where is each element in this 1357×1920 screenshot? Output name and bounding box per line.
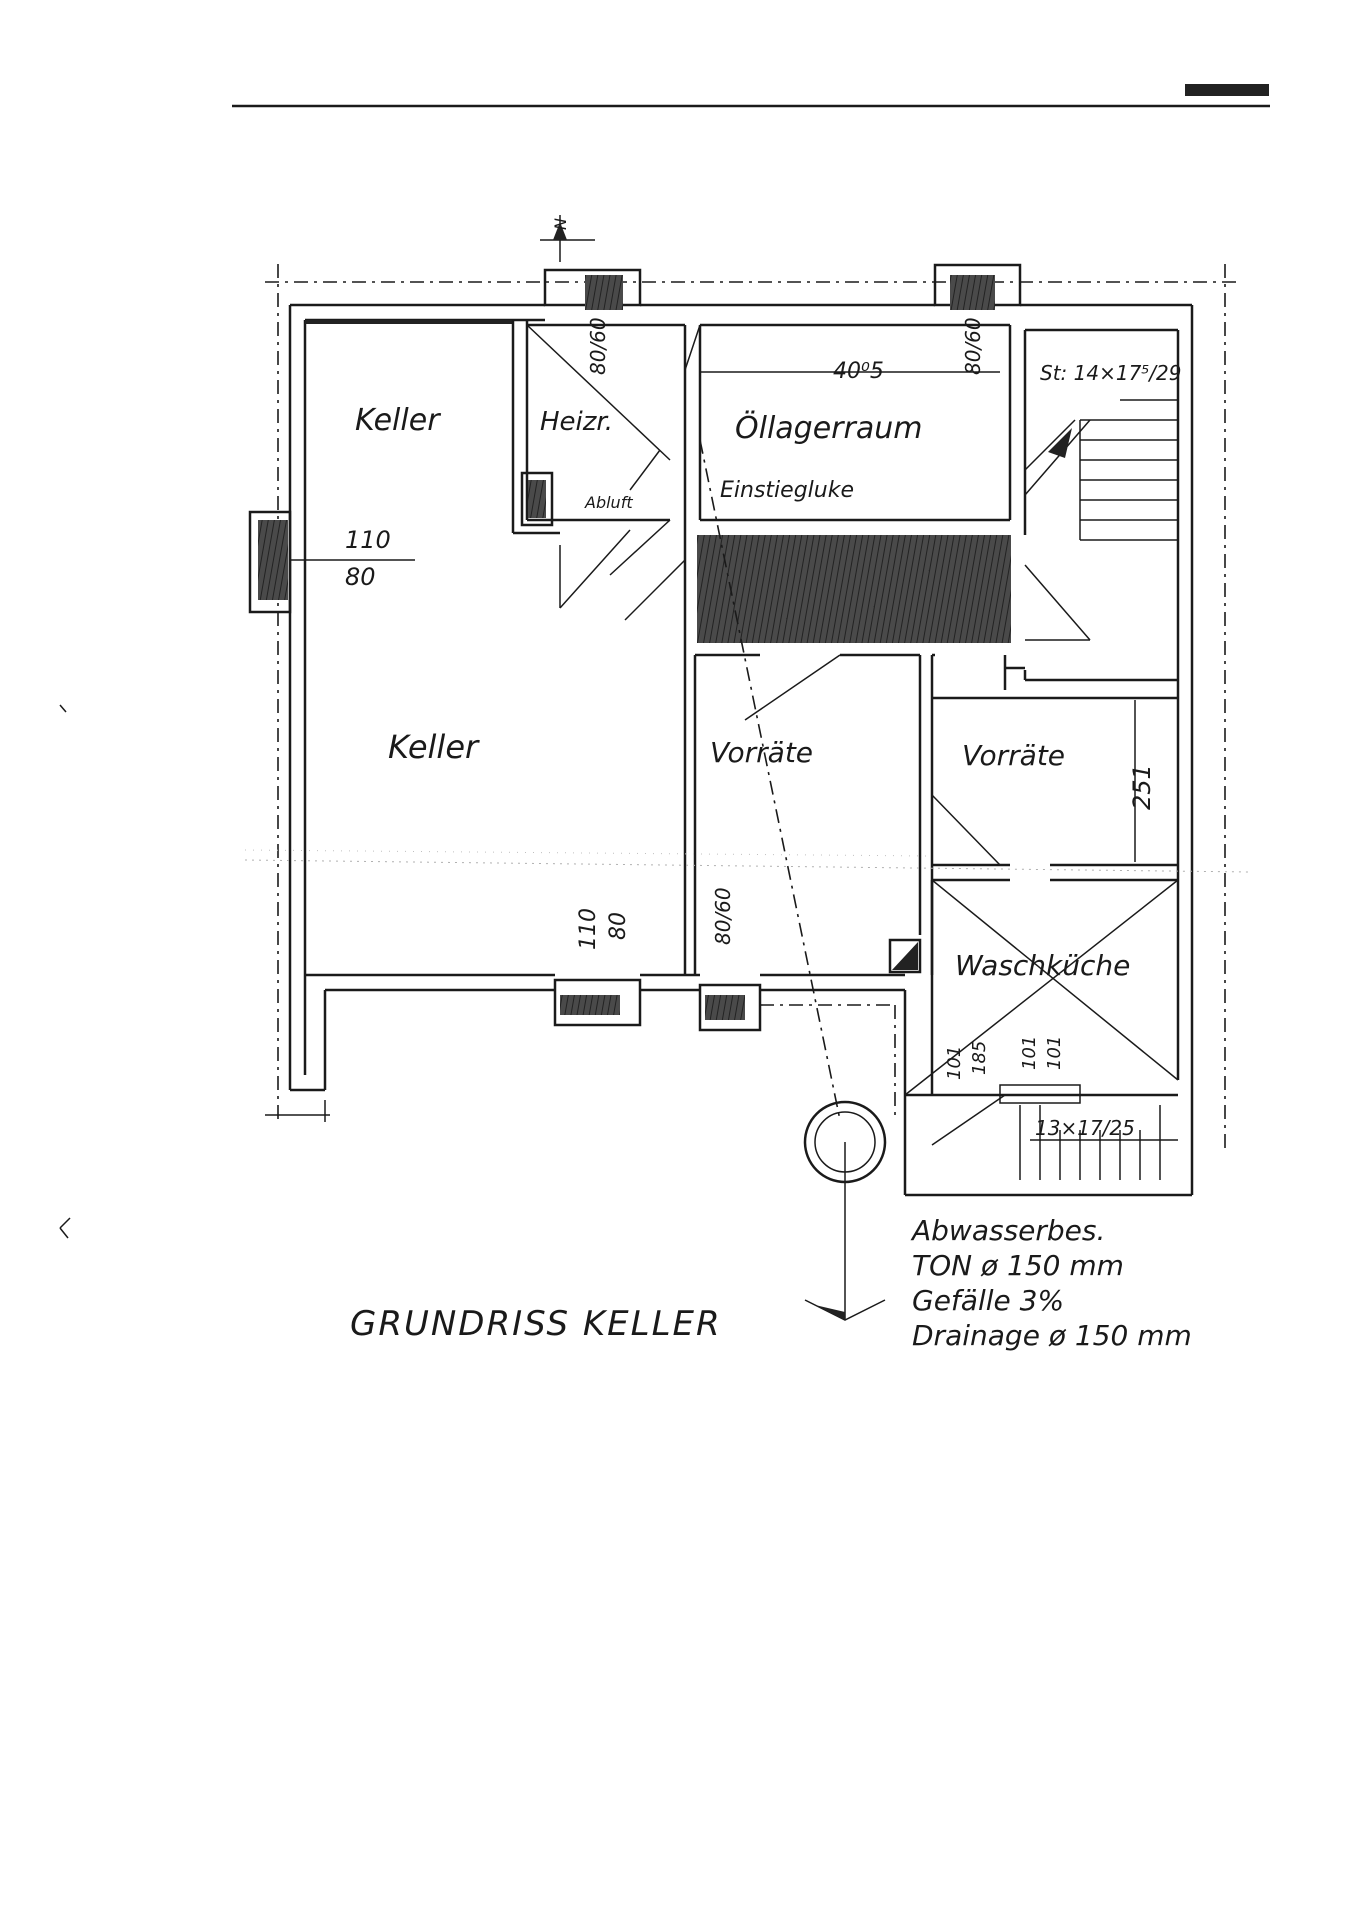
header-mark (1185, 84, 1269, 96)
dim-bottom-stairs: 13×17/25 (1035, 1116, 1135, 1140)
note-line-2: TON ø 150 mm (912, 1249, 1124, 1282)
plan-title: GRUNDRISS KELLER (350, 1304, 722, 1344)
dim-window-heiz: 80/60 (586, 317, 610, 375)
door-swings (526, 324, 1179, 1146)
sewer-line (699, 439, 896, 1321)
room-label-waschkueche: Waschküche (955, 949, 1130, 982)
room-label-einstieg: Einstiegluke (720, 478, 854, 503)
north-arrow-icon (540, 215, 595, 262)
dim-wasch-door-1: 101 (944, 1046, 965, 1080)
room-label-heizraum: Heizr. (540, 407, 613, 437)
dim-wasch-door-2: 185 (969, 1041, 990, 1075)
north-label: N (551, 218, 570, 230)
dim-wasch-door-4: 101 (1044, 1036, 1065, 1070)
dim-window-bottom-w: 110 (576, 908, 601, 950)
room-label-vorraete-1: Vorräte (710, 736, 813, 769)
dim-window-oel: 80/60 (961, 317, 985, 375)
axis-lines (265, 264, 1238, 1150)
wall-openings (248, 263, 1022, 1032)
room-label-oellager: Öllagerraum (735, 410, 922, 446)
dim-top-stairs: St: 14×17⁵/29 (1040, 361, 1182, 385)
staircase-top (1024, 399, 1178, 541)
scan-noise (59, 704, 1251, 1239)
dimension-lines (290, 371, 1136, 862)
room-label-keller-top: Keller (355, 403, 441, 438)
interior-walls (305, 320, 1178, 1095)
room-label-keller-main: Keller (388, 728, 480, 766)
dim-window-vorr: 80/60 (711, 887, 735, 945)
dim-vorr-height: 251 (1128, 764, 1156, 810)
dim-window-left-w: 110 (345, 526, 391, 554)
room-label-vorraete-2: Vorräte (962, 739, 1065, 772)
dim-oel-window: 40⁰5 (833, 359, 884, 384)
room-label-abluft: Abluft (584, 493, 633, 512)
outer-walls (288, 303, 1194, 1197)
staircase-bottom (999, 1084, 1178, 1180)
dim-window-bottom-h: 80 (606, 912, 631, 940)
note-line-3: Gefälle 3% (912, 1284, 1064, 1317)
hatched-corridor (697, 535, 1011, 643)
dim-window-left-h: 80 (345, 563, 376, 591)
note-line-4: Drainage ø 150 mm (912, 1319, 1192, 1352)
note-line-1: Abwasserbes. (910, 1214, 1105, 1247)
dim-wasch-door-3: 101 (1019, 1036, 1040, 1070)
